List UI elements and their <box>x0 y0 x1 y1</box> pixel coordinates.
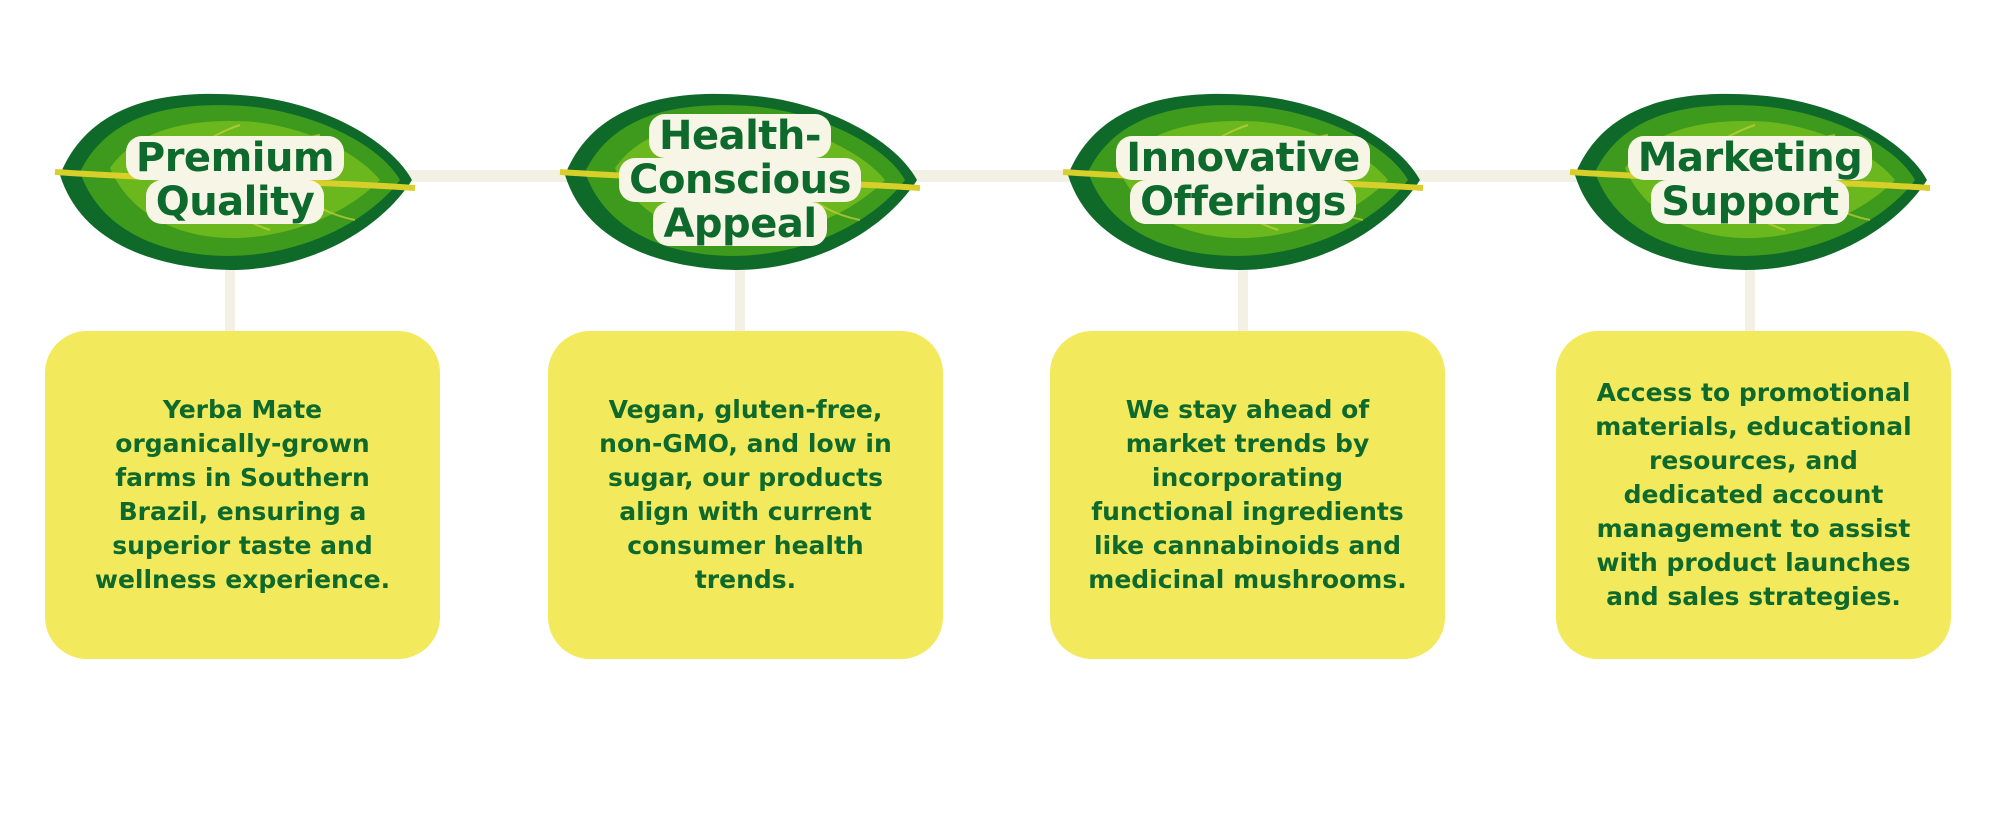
step-description: Access to promotional materials, educati… <box>1595 378 1912 611</box>
step-connector <box>1238 250 1248 335</box>
step-card-marketing-support: Access to promotional materials, educati… <box>1556 331 1951 659</box>
step-card-premium-quality: Yerba Mate organically-grown farms in So… <box>45 331 440 659</box>
leaf-badge-health-conscious: Health- Conscious Appeal <box>555 80 925 280</box>
step-title: Appeal <box>653 202 827 246</box>
step-title: Innovative <box>1116 136 1370 180</box>
step-title: Health- <box>648 114 831 158</box>
step-title: Marketing <box>1627 136 1873 180</box>
step-title: Conscious <box>619 158 861 202</box>
step-connector <box>225 250 235 335</box>
step-card-health-conscious: Vegan, gluten-free, non-GMO, and low in … <box>548 331 943 659</box>
step-description: Yerba Mate organically-grown farms in So… <box>94 395 391 594</box>
step-description: Vegan, gluten-free, non-GMO, and low in … <box>599 395 892 594</box>
leaf-badge-marketing-support: Marketing Support <box>1565 80 1935 280</box>
step-connector <box>1745 250 1755 335</box>
step-title: Quality <box>145 180 325 224</box>
leaf-badge-innovative-offerings: Innovative Offerings <box>1058 80 1428 280</box>
step-title: Offerings <box>1130 180 1356 224</box>
step-title: Premium <box>125 136 345 180</box>
step-title: Support <box>1651 180 1849 224</box>
timeline-connector <box>230 170 1750 182</box>
step-connector <box>735 250 745 335</box>
step-card-innovative-offerings: We stay ahead of market trends by incorp… <box>1050 331 1445 659</box>
step-description: We stay ahead of market trends by incorp… <box>1088 395 1407 594</box>
leaf-badge-premium-quality: Premium Quality <box>50 80 420 280</box>
